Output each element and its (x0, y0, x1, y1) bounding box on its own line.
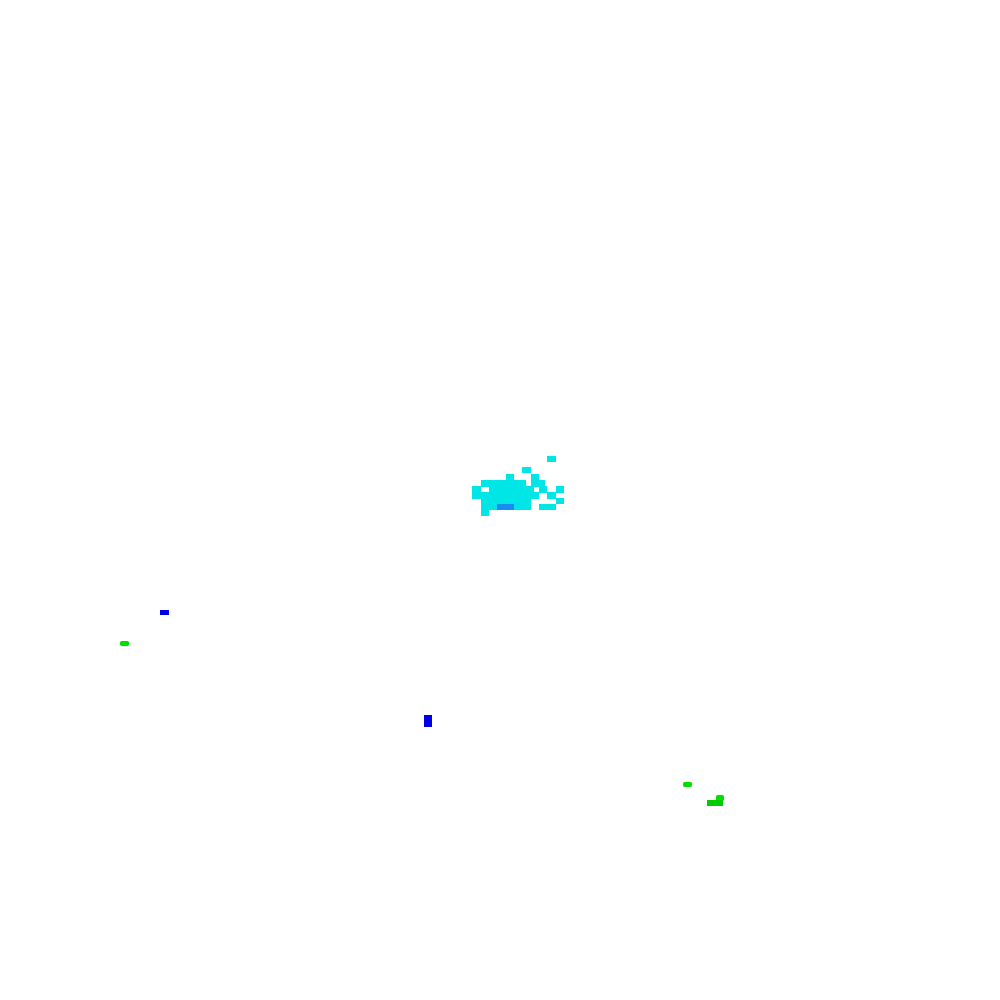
cyan-pixel (539, 504, 556, 510)
azure-pixel (497, 504, 514, 510)
cyan-pixel (522, 467, 531, 473)
cyan-pixel (556, 498, 564, 504)
green-pixel (120, 641, 129, 646)
green-pixel (707, 800, 723, 806)
cyan-pixel (481, 498, 531, 504)
cyan-pixel (472, 492, 539, 499)
cyan-pixel (539, 486, 547, 493)
blue-pixel (160, 610, 169, 615)
cyan-pixel (489, 486, 534, 493)
cyan-pixel (506, 474, 514, 480)
cyan-pixel (547, 456, 556, 462)
cyan-pixel (481, 480, 526, 487)
cyan-pixel (556, 486, 564, 493)
cyan-pixel (531, 474, 539, 480)
green-pixel (683, 782, 692, 787)
green-pixel (716, 795, 724, 801)
cyan-pixel (472, 486, 481, 493)
cyan-pixel (481, 510, 489, 516)
blue-pixel (424, 715, 432, 727)
cyan-pixel (547, 492, 556, 499)
cyan-pixel (531, 480, 545, 487)
